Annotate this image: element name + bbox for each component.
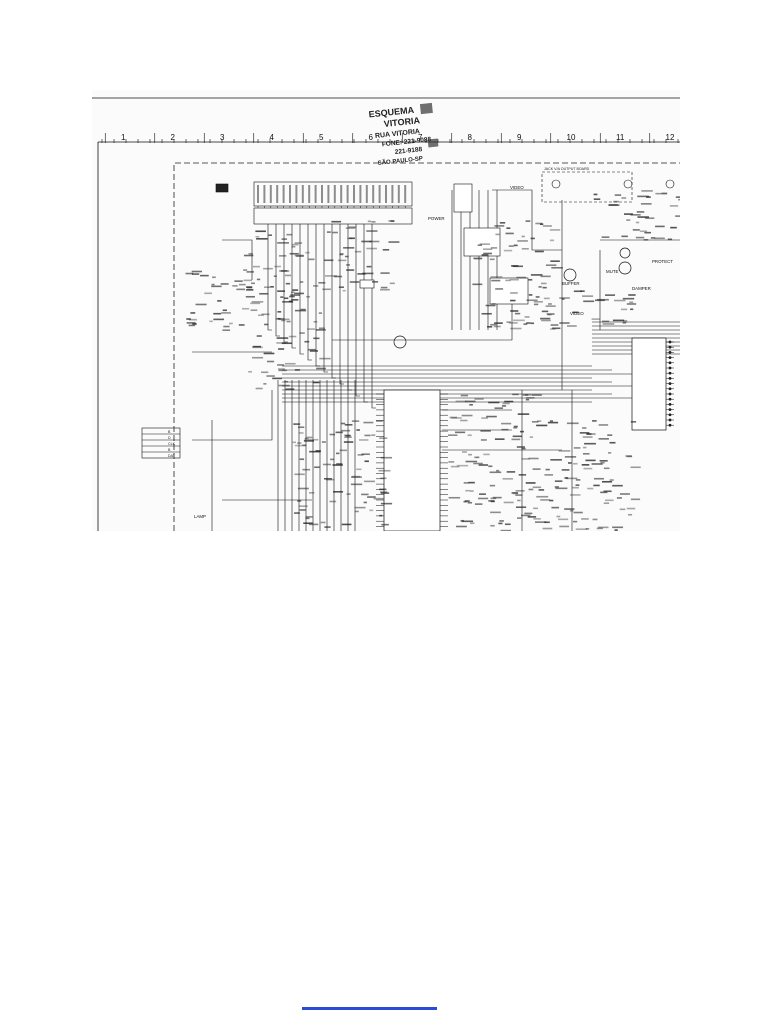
main-ic-pins: [376, 393, 448, 527]
top-ruler: [92, 97, 680, 531]
ruler-number-1: 1: [121, 133, 126, 142]
ruler-number-12: 12: [666, 133, 675, 142]
label-video-2: VIDEO: [570, 311, 584, 316]
conn-row-1: B: [168, 430, 171, 434]
right-ic: [631, 337, 667, 431]
conn-row-4: B: [168, 448, 171, 452]
top-connector-block: [215, 181, 413, 225]
footer-link-underline[interactable]: [302, 1007, 437, 1010]
stamp-line-3: RUA VITORIA: [375, 128, 421, 140]
ruler-number-3: 3: [220, 133, 225, 142]
small-ics: [359, 183, 529, 305]
component-labels: [185, 190, 680, 531]
ruler-number-5: 5: [319, 133, 324, 142]
label-power: POWER: [428, 216, 445, 221]
stamp-line-5: 221-9188: [394, 146, 422, 156]
main-ic: [383, 389, 441, 531]
ruler-number-9: 9: [517, 133, 522, 142]
transistors: [393, 247, 632, 349]
ruler-number-4: 4: [270, 133, 275, 142]
ruler-number-2: 2: [171, 133, 176, 142]
ruler-number-11: 11: [616, 133, 625, 142]
label-jack-output: JACK V/A OUTPUT BOARD: [544, 167, 590, 171]
ruler-number-8: 8: [468, 133, 473, 142]
stamp-line-1: ESQUEMA: [368, 105, 415, 120]
address-stamp: ESQUEMA VITORIA RUA VITORIA FONE: 221-90…: [368, 102, 439, 167]
connector-pins: [257, 185, 407, 208]
output-jacks: [541, 171, 675, 203]
left-connector: [141, 427, 181, 459]
stamp-line-6: SÃO PAULO-SP: [377, 155, 423, 167]
conn-row-5: DAT: [168, 454, 176, 458]
label-lamp: LAMP: [194, 514, 206, 519]
conn-row-3: CLK: [168, 442, 176, 446]
ruler-number-6: 6: [369, 133, 374, 142]
label-video-1: VIDEO: [510, 185, 524, 190]
label-mute: MUTE: [606, 269, 619, 274]
stamp-line-2: VITORIA: [383, 115, 421, 129]
right-ic-pins: [666, 340, 674, 427]
board-boundary: [173, 162, 680, 531]
label-buffer: BUFFER: [562, 281, 580, 286]
ruler-ticks: [101, 133, 679, 143]
label-damper: DAMPER: [632, 286, 651, 291]
label-protect: PROTECT: [652, 259, 673, 264]
conn-row-2: D: [168, 436, 171, 440]
ruler-number-7: 7: [418, 133, 423, 142]
ruler-number-10: 10: [567, 133, 576, 142]
